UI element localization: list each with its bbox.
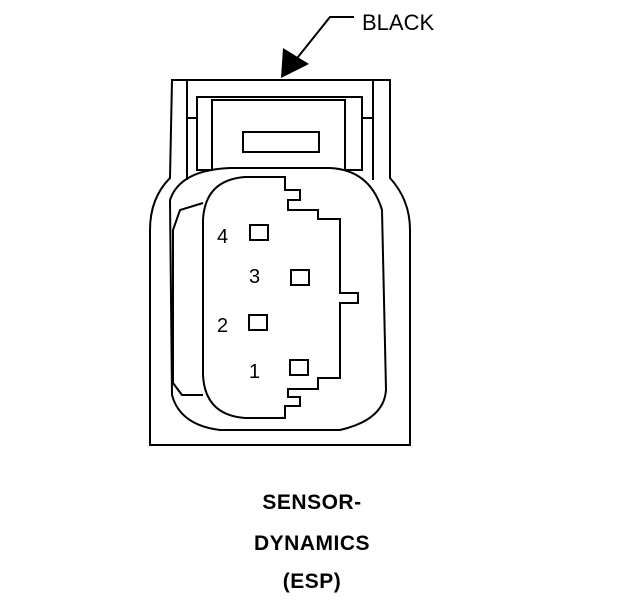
pin-4: 4 bbox=[217, 224, 269, 248]
caption-line-1: SENSOR- bbox=[262, 491, 362, 514]
pin-2-socket bbox=[248, 314, 268, 331]
caption-line-3: (ESP) bbox=[282, 570, 342, 593]
callout-arrowhead bbox=[281, 48, 309, 78]
pin-2-label: 2 bbox=[217, 315, 228, 337]
pin-cavity bbox=[172, 176, 359, 419]
pin-2: 2 bbox=[217, 314, 268, 337]
pin-4-label: 4 bbox=[217, 226, 228, 248]
pin-3: 3 bbox=[249, 266, 310, 288]
caption-line-2: DYNAMICS bbox=[253, 532, 370, 555]
pin-4-socket bbox=[249, 224, 269, 241]
pin-3-socket bbox=[290, 269, 310, 286]
pin-1-label: 1 bbox=[249, 361, 260, 383]
connector-housing bbox=[149, 79, 411, 446]
pin-3-label: 3 bbox=[249, 266, 260, 288]
callout-arrow bbox=[293, 16, 354, 63]
callout-label: BLACK bbox=[362, 10, 434, 35]
pin-1: 1 bbox=[249, 359, 309, 383]
pin-1-socket bbox=[289, 359, 309, 376]
